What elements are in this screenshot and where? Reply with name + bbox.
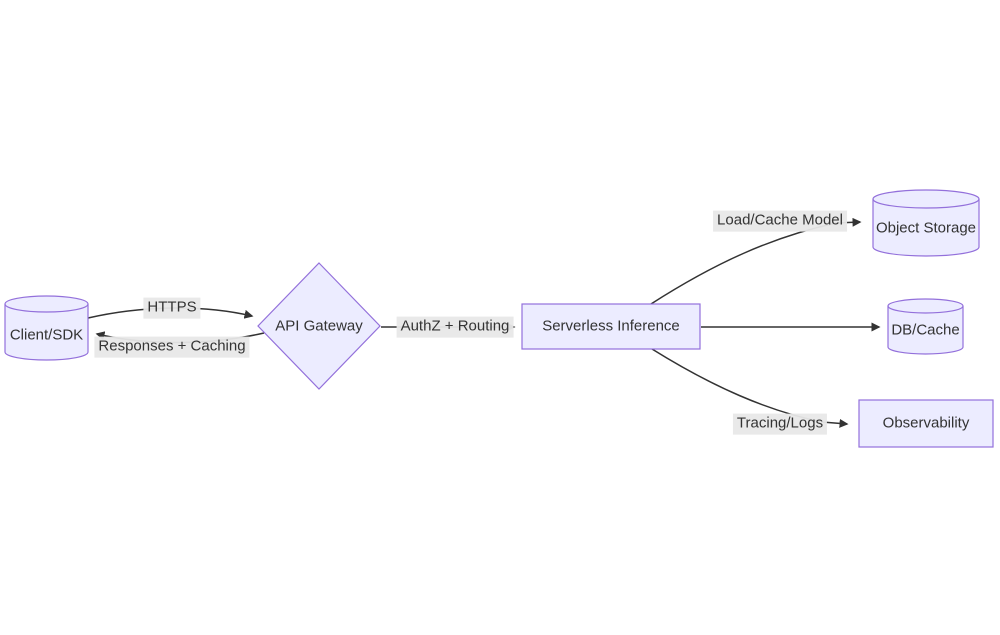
client-sdk-cylinder-lip (4, 303, 89, 313)
node-label-api-gateway: API Gateway (275, 317, 363, 335)
node-label-serverless-inference: Serverless Inference (542, 317, 680, 335)
api-gateway-diamond-shape (257, 262, 381, 390)
edge-inference-to-storage (650, 217, 862, 305)
client-sdk-cylinder-shape (4, 295, 89, 361)
observability-rect-shape (858, 399, 994, 448)
node-label-object-storage: Object Storage (875, 219, 977, 237)
node-db-cache (887, 298, 964, 355)
serverless-inference-rect-shape (521, 303, 701, 350)
edge-label-authz-routing: AuthZ + Routing (396, 316, 514, 338)
edge-label-https: HTTPS (143, 297, 201, 319)
object-storage-cylinder-lip (872, 198, 980, 209)
edge-label-tracing-logs: Tracing/Logs (732, 413, 828, 435)
node-client-sdk (4, 295, 89, 361)
node-label-observability: Observability (882, 414, 970, 432)
edge-label-responses-caching: Responses + Caching (94, 336, 250, 358)
node-object-storage (872, 189, 980, 257)
edge-label-load-cache-model: Load/Cache Model (713, 210, 847, 232)
node-label-client-sdk: Client/SDK (9, 326, 84, 344)
db-cache-cylinder-lip (887, 305, 964, 314)
node-label-db-cache: DB/Cache (891, 321, 960, 339)
db-cache-cylinder-shape (887, 298, 964, 355)
